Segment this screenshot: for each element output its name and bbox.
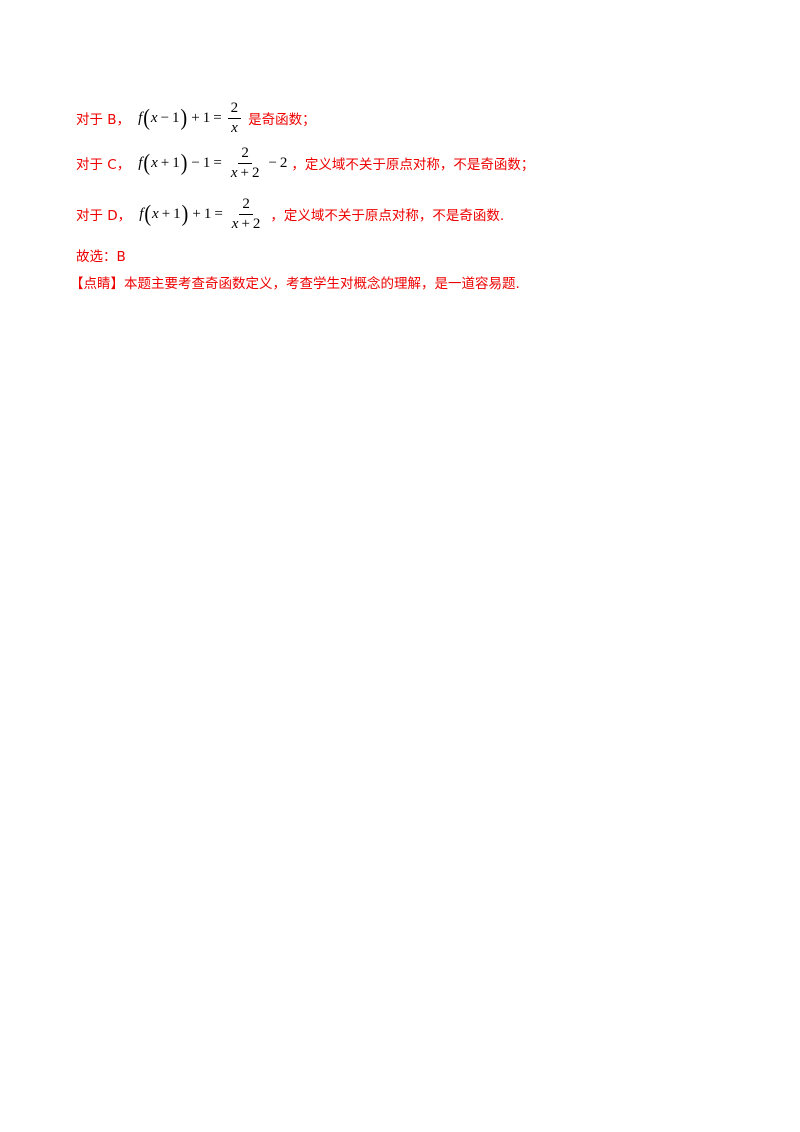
option-c-prefix: 对于 C，: [76, 157, 131, 173]
right-paren: ): [181, 201, 189, 227]
comment-line: 【点睛】 本题主要考查奇函数定义，考查学生对概念的理解，是一道容易题.: [70, 272, 520, 292]
var-x: x: [151, 154, 158, 171]
fraction-numerator: 2: [238, 145, 252, 164]
left-paren: (: [143, 105, 150, 131]
denominator-constant: 2: [251, 164, 260, 181]
denominator-var: x: [230, 164, 238, 181]
outer-operator: +: [192, 205, 201, 222]
fraction: 2 x+2: [228, 145, 263, 181]
answer-line: 故选：B: [76, 245, 126, 265]
outer-constant: 1: [203, 205, 212, 222]
fraction: 2 x+2: [229, 196, 264, 232]
option-b-prefix: 对于 B，: [76, 112, 131, 128]
fraction-denominator: x+2: [228, 164, 263, 182]
denominator-constant: 2: [252, 215, 261, 232]
comment-text: 本题主要考查奇函数定义，考查学生对概念的理解，是一道容易题.: [124, 276, 520, 292]
option-d-formula: f ( x + 1 ) + 1 = 2 x+2: [139, 196, 266, 232]
fraction: 2 x: [227, 100, 242, 136]
tail-operator: −: [268, 154, 277, 171]
func-name: f: [138, 109, 143, 126]
fraction-denominator: x: [231, 119, 238, 136]
denominator-var: x: [231, 215, 239, 232]
option-d-line: 对于 D， f ( x + 1 ) + 1 = 2 x+2 ，定义域不关于原点对…: [76, 196, 504, 232]
inner-operator: +: [161, 205, 171, 222]
equals-sign: =: [213, 109, 222, 126]
inner-constant: 1: [173, 205, 181, 222]
option-d-suffix: ，定义域不关于原点对称，不是奇函数.: [270, 208, 505, 224]
option-c-formula: f ( x + 1 ) − 1 = 2 x+2 − 2: [138, 145, 287, 181]
fraction-numerator: 2: [227, 100, 242, 119]
outer-constant: 1: [202, 109, 211, 126]
equals-sign: =: [213, 154, 222, 171]
option-c-line: 对于 C， f ( x + 1 ) − 1 = 2 x+2 − 2 ，定义域不关…: [76, 145, 534, 181]
option-b-line: 对于 B， f ( x − 1 ) + 1 = 2 x 是奇函数；: [76, 100, 316, 136]
option-b-suffix: 是奇函数；: [248, 112, 316, 128]
equals-sign: =: [214, 205, 223, 222]
outer-operator: −: [191, 154, 200, 171]
right-paren: ): [180, 150, 188, 176]
inner-constant: 1: [172, 109, 180, 126]
outer-constant: 1: [202, 154, 211, 171]
fraction-denominator: x+2: [229, 215, 264, 233]
var-x: x: [150, 109, 158, 126]
denominator-operator: +: [240, 164, 249, 181]
option-b-formula: f ( x − 1 ) + 1 = 2 x: [138, 100, 244, 136]
inner-constant: 1: [172, 154, 180, 171]
fraction-numerator: 2: [239, 196, 253, 215]
comment-bracket-label: 【点睛】: [70, 276, 124, 292]
left-paren: (: [143, 150, 151, 176]
inner-operator: −: [160, 109, 170, 126]
left-paren: (: [144, 201, 152, 227]
func-name: f: [138, 154, 143, 171]
outer-operator: +: [191, 109, 200, 126]
option-d-prefix: 对于 D，: [76, 208, 132, 224]
func-name: f: [139, 205, 144, 222]
var-x: x: [152, 205, 159, 222]
right-paren: ): [180, 105, 188, 131]
denominator-operator: +: [241, 215, 250, 232]
inner-operator: +: [160, 154, 170, 171]
option-c-suffix: ，定义域不关于原点对称，不是奇函数；: [291, 157, 535, 173]
answer-text: 故选：B: [76, 249, 126, 265]
tail-constant: 2: [279, 154, 288, 171]
